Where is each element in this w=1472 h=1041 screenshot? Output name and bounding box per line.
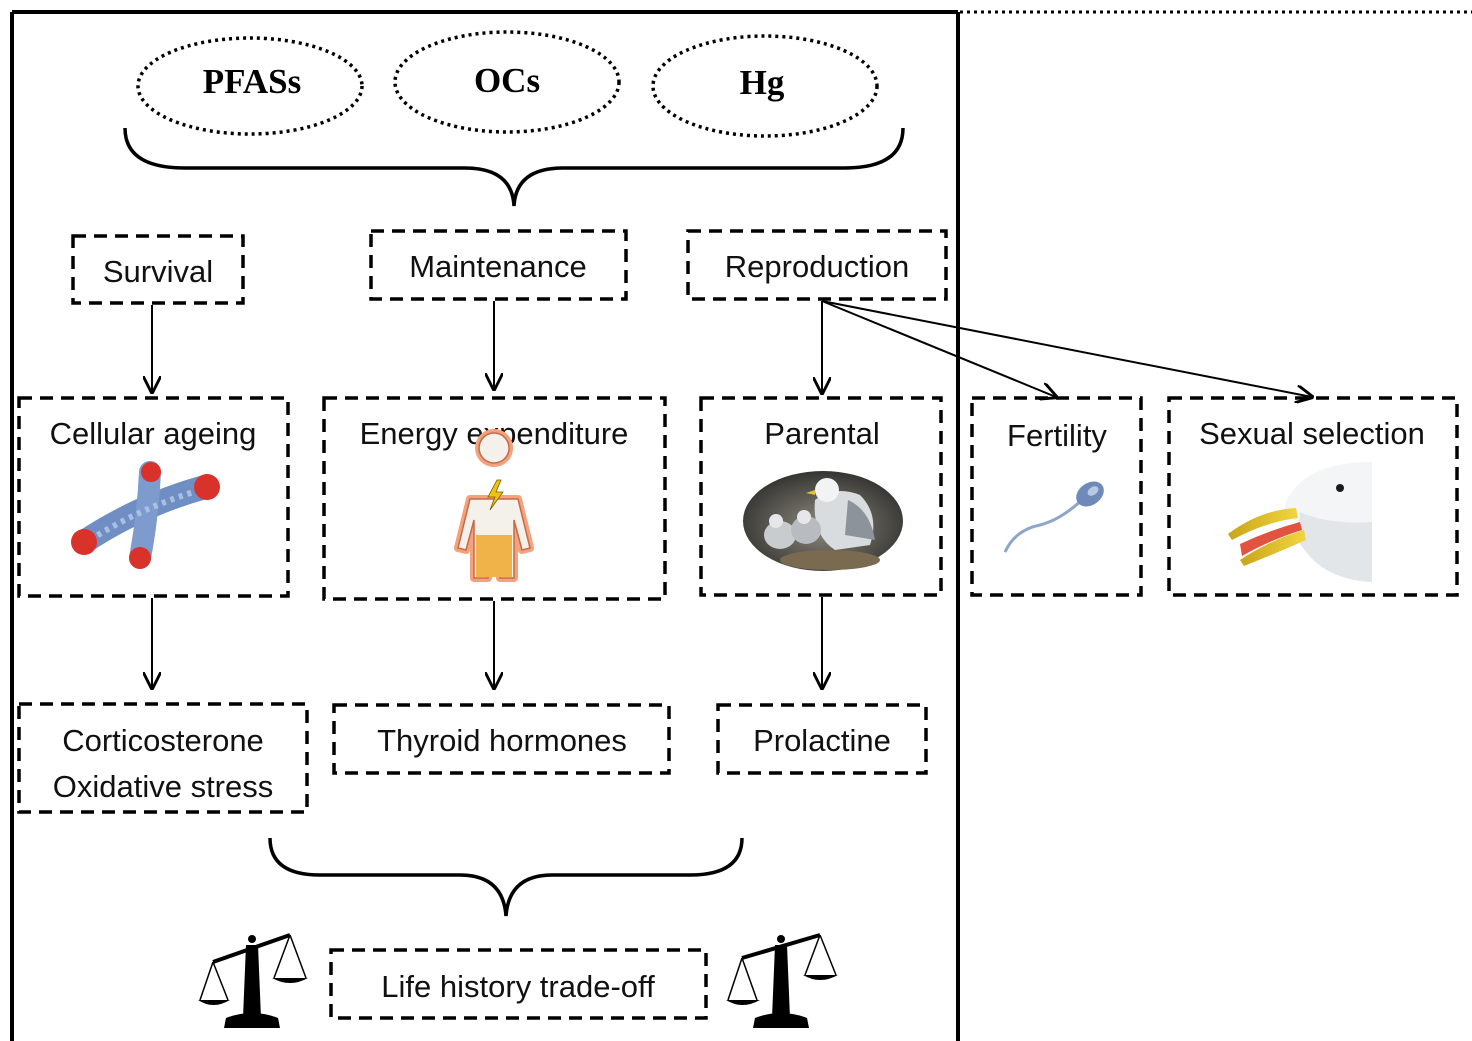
gull-head-icon [1228,462,1372,582]
survival-label: Survival [103,254,213,289]
maintenance-box: Maintenance [369,229,628,301]
life-history-trade-off-box: Life history trade-off [329,948,708,1020]
sexual-selection-label: Sexual selection [1199,416,1425,451]
top-brace [123,127,905,207]
prolactine-label: Prolactine [753,723,891,758]
survival-box: Survival [71,234,245,305]
balance-scale-icon [198,933,308,1028]
arrow-reproduction-to-sexual-selection [821,300,1312,397]
fertility-label: Fertility [1007,418,1107,453]
contaminant-label: Hg [740,63,785,102]
balance-scale-icon [726,933,838,1028]
fertility-box: Fertility [970,396,1143,597]
contaminant-hg: Hg [651,34,879,138]
maintenance-label: Maintenance [409,249,587,284]
chromosome-icon [71,461,220,569]
contaminant-label: PFASs [203,62,302,101]
parental-label: Parental [764,416,879,451]
life-history-trade-off-label: Life history trade-off [381,969,655,1004]
contaminant-label: OCs [474,61,540,100]
thyroid-hormones-box: Thyroid hormones [332,703,671,775]
prolactine-box: Prolactine [716,703,928,775]
sexual-selection-box: Sexual selection [1167,396,1459,597]
human-body-energy-icon [454,429,534,582]
bottom-brace [268,837,744,917]
thyroid-hormones-label: Thyroid hormones [377,723,627,758]
cellular-ageing-box: Cellular ageing [17,396,290,598]
oxidative-stress-label: Oxidative stress [53,769,274,804]
left-panel-frame [10,10,960,1041]
arrow-reproduction-to-fertility [821,300,1056,397]
corticosterone-label: Corticosterone [62,723,264,758]
kittiwake-nest-icon [743,471,903,571]
contaminant-ocs: OCs [393,30,621,134]
contaminant-pfass: PFASs [136,36,364,136]
energy-expenditure-box: Energy expenditure [322,396,667,601]
corticosterone-box: Corticosterone Oxidative stress [17,702,309,814]
reproduction-label: Reproduction [725,249,909,284]
reproduction-box: Reproduction [686,229,948,301]
sperm-cell-icon [1003,481,1104,553]
parental-box: Parental [699,396,943,597]
cellular-ageing-label: Cellular ageing [50,416,257,451]
